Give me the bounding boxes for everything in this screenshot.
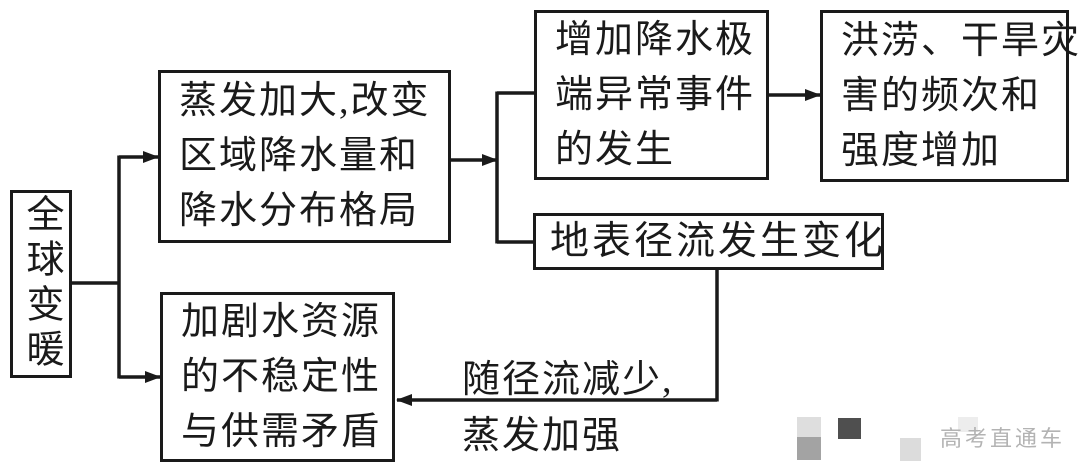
node-evaporation-line: 降水分布格局 [179, 190, 420, 232]
watermark-square [958, 417, 978, 432]
node-extreme-events-line: 的发生 [555, 128, 676, 171]
node-water-supply: 加剧水资源 的不稳定性 与供需矛盾 [160, 292, 395, 462]
watermark-square [838, 418, 861, 439]
watermark-square [900, 438, 921, 461]
node-evaporation-line: 区域降水量和 [179, 135, 420, 177]
node-global-warming: 全球变暖 [10, 190, 72, 378]
node-runoff-change-line: 地表径流发生变化 [550, 219, 887, 263]
node-disasters-line: 洪涝、干旱灾 [841, 19, 1080, 62]
node-water-supply-line: 与供需矛盾 [181, 410, 382, 453]
node-disasters-line: 强度增加 [841, 129, 1002, 172]
node-global-warming-label: 全球变暖 [20, 194, 62, 374]
node-disasters-line: 害的频次和 [841, 74, 1042, 117]
node-water-supply-line: 加剧水资源 [181, 300, 382, 343]
node-extreme-events-line: 增加降水极 [555, 18, 756, 61]
node-water-supply-line: 的不稳定性 [181, 355, 382, 398]
edge-label-evaporation-strengthen: 蒸发加强 [462, 415, 623, 457]
node-disasters: 洪涝、干旱灾 害的频次和 强度增加 [820, 10, 1080, 182]
node-evaporation: 蒸发加大,改变 区域降水量和 降水分布格局 [158, 70, 451, 243]
node-extreme-events-line: 端异常事件 [555, 73, 756, 116]
node-extreme-events: 增加降水极 端异常事件 的发生 [534, 10, 769, 180]
watermark-square [797, 437, 821, 460]
watermark-text: 高考直通车 [940, 426, 1066, 451]
node-evaporation-line: 蒸发加大,改变 [179, 80, 431, 122]
edge-label-runoff-decrease: 随径流减少, [462, 359, 674, 401]
watermark-square [797, 417, 821, 437]
node-runoff-change: 地表径流发生变化 [533, 213, 884, 270]
